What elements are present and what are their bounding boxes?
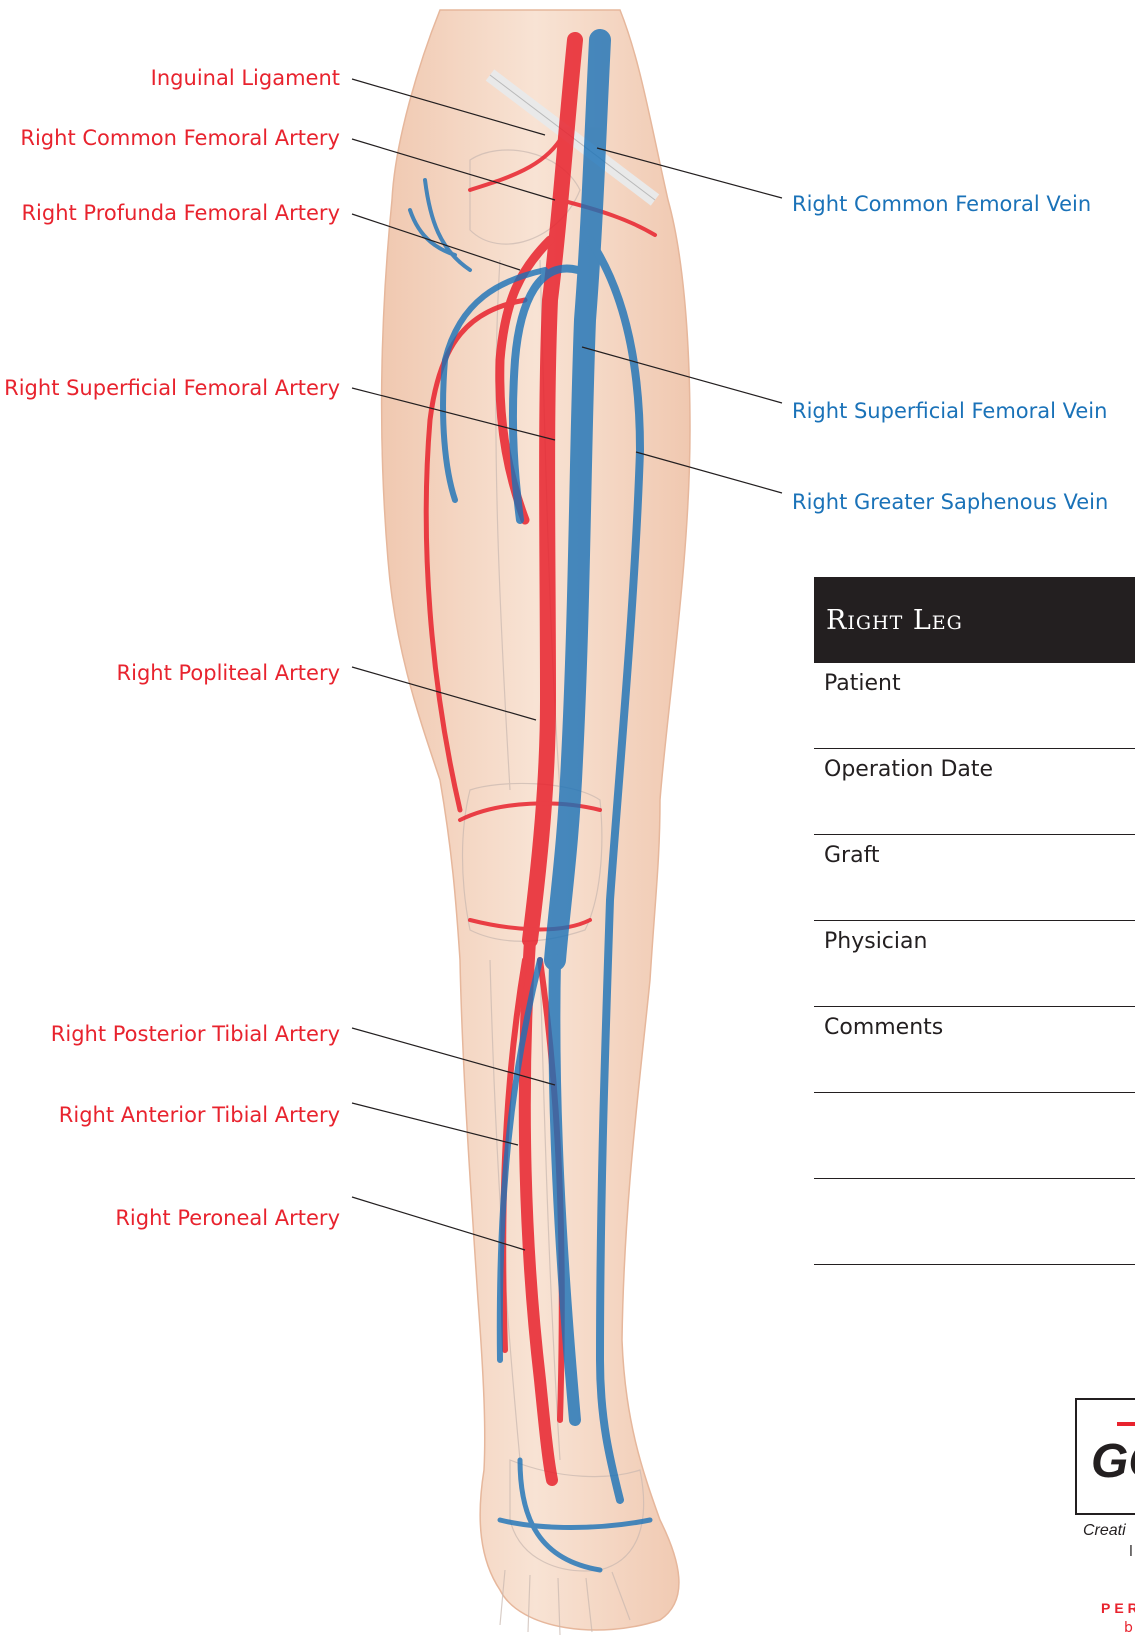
label-profunda-femoral-artery: Right Profunda Femoral Artery (21, 200, 340, 226)
label-greater-saphenous-vein: Right Greater Saphenous Vein (792, 489, 1108, 515)
brand-red-text: PER (1101, 1600, 1135, 1616)
label-superficial-femoral-vein: Right Superficial Femoral Vein (792, 398, 1107, 424)
brand-red-text-line2: b (1124, 1620, 1133, 1636)
form-row-graft[interactable]: Graft (814, 835, 1135, 921)
label-superficial-femoral-artery: Right Superficial Femoral Artery (4, 375, 340, 401)
label-peroneal-artery: Right Peroneal Artery (115, 1205, 340, 1231)
label-common-femoral-vein: Right Common Femoral Vein (792, 191, 1091, 217)
patient-form: Right Leg Patient Operation Date Graft P… (814, 577, 1135, 1265)
label-common-femoral-artery: Right Common Femoral Artery (20, 125, 340, 151)
form-row-physician[interactable]: Physician (814, 921, 1135, 1007)
label-anterior-tibial-artery: Right Anterior Tibial Artery (59, 1102, 340, 1128)
company-logo: GO (1075, 1398, 1135, 1515)
logo-tagline: Creati (1083, 1522, 1126, 1540)
logo-text: GO (1091, 1434, 1135, 1489)
form-row-blank-2[interactable] (814, 1179, 1135, 1265)
form-row-blank-1[interactable] (814, 1093, 1135, 1179)
label-popliteal-artery: Right Popliteal Artery (117, 660, 340, 686)
label-inguinal-ligament: Inguinal Ligament (151, 65, 340, 91)
form-row-patient[interactable]: Patient (814, 663, 1135, 749)
form-row-comments[interactable]: Comments (814, 1007, 1135, 1093)
label-posterior-tibial-artery: Right Posterior Tibial Artery (51, 1021, 340, 1047)
form-row-operation-date[interactable]: Operation Date (814, 749, 1135, 835)
form-title: Right Leg (814, 577, 1135, 663)
logo-swoosh (1117, 1422, 1135, 1426)
logo-tagline-line2: l (1129, 1544, 1133, 1560)
